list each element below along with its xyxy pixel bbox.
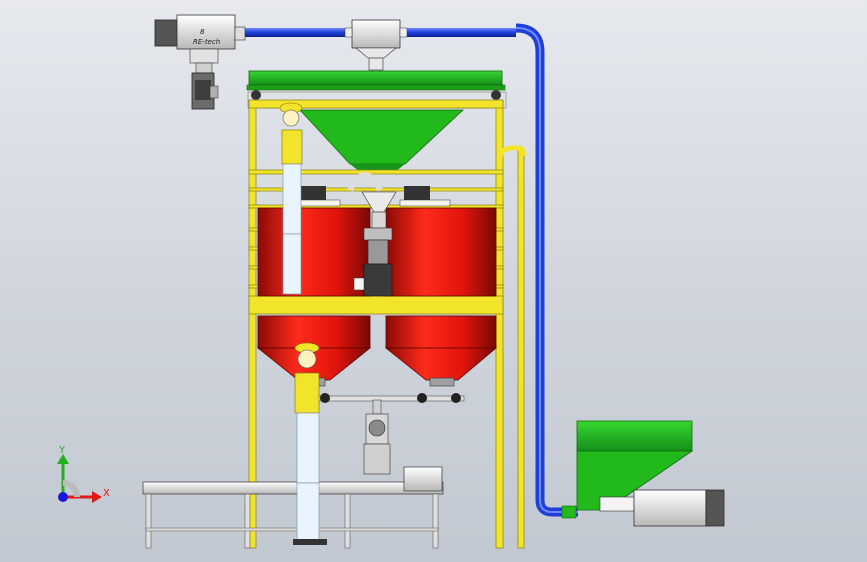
worker-figure-icon [279, 102, 303, 295]
discharge-manifold [317, 393, 465, 475]
central-dosing-column [289, 172, 451, 297]
worker-figure-icon [293, 342, 327, 545]
svg-text:Y: Y [58, 445, 66, 456]
conveying-pipe [244, 23, 578, 519]
red-storage-tanks [256, 207, 498, 387]
svg-text:8: 8 [200, 28, 205, 36]
coordinate-axes-icon: Y X [57, 445, 110, 503]
svg-text:RE-tech: RE-tech [193, 38, 220, 46]
cyclone-filter-box [344, 19, 408, 71]
svg-text:X: X [103, 488, 110, 499]
logo-icon: 8 RE-tech [193, 28, 220, 46]
feed-hopper-unit [576, 420, 725, 527]
conveyor-table [142, 466, 444, 549]
vacuum-blower-unit: 8 RE-tech [154, 14, 246, 110]
